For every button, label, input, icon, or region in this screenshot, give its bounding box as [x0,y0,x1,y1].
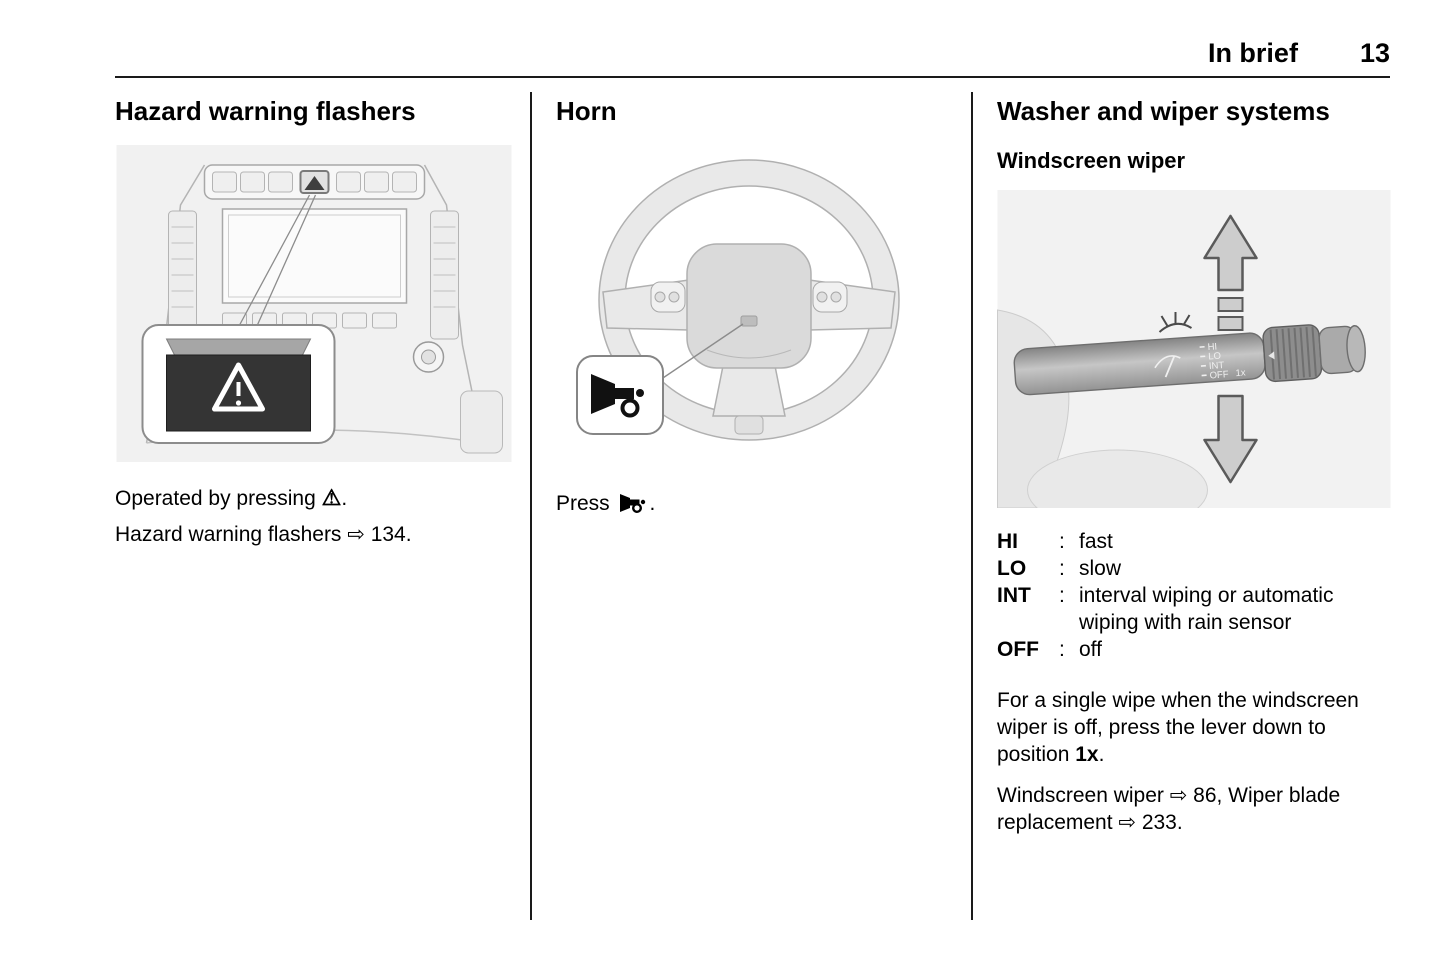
setting-term: INT [997,584,1031,607]
caption-text: . [341,487,348,510]
horn-icon [591,374,644,418]
setting-term: LO [997,557,1027,580]
wiper-references-paragraph: Windscreen wiper ⇨ 86, Wiper blade repla… [997,784,1341,834]
setting-term: OFF [997,638,1039,661]
setting-term: HI [997,530,1018,553]
paragraph-text: For a single wipe when the windscreen wi… [997,689,1359,766]
wiper-setting-row: INT : interval wiping or automatic wipin… [997,582,1391,636]
lever-up-arrow [1203,214,1258,331]
hazard-caption-press: Operated by pressing ⚠. [115,484,513,513]
caption-text: Press [556,492,616,515]
hazard-button-callout [141,324,336,444]
horn-callout [576,355,664,435]
setting-definition: off [1079,638,1102,661]
lever-down-arrow [1203,394,1258,484]
horn-section: Horn [556,96,942,518]
hazard-caption-reference: Hazard warning flashers ⇨ 134. [115,523,412,546]
single-wipe-paragraph: For a single wipe when the windscreen wi… [997,687,1359,768]
hazard-section-title: Hazard warning flashers [115,96,416,126]
washer-jet-icon [1158,312,1193,333]
caption-text: . [649,492,656,515]
wiper-stalk-illustration: HI LO INT OFF 1x [997,190,1391,508]
setting-colon: : [1059,557,1065,580]
wiper-setting-row: HI : fast [997,528,1391,555]
warning-triangle-icon: ⚠ [321,485,342,510]
setting-definition: fast [1079,530,1113,553]
wiper-setting-row: OFF : off [997,636,1391,663]
paragraph-text: . [1098,743,1105,766]
setting-colon: : [1059,584,1065,607]
infotainment-screen [221,208,408,304]
stalk-label-int: INT [1209,360,1225,372]
setting-colon: : [1059,638,1065,661]
header-rule [115,76,1390,78]
hazard-warning-flashers-section: Hazard warning flashers [115,96,513,549]
steering-wheel [598,159,900,441]
steering-wheel-illustration [557,150,941,462]
wiper-setting-row: LO : slow [997,555,1391,582]
setting-colon: : [1059,530,1065,553]
setting-definition: slow [1079,557,1122,580]
caption-text: Operated by pressing [115,487,322,510]
column-divider-2 [971,92,973,920]
horn-icon [619,494,645,513]
dashboard-illustration [116,145,512,462]
stalk-label-lo: LO [1208,351,1221,363]
position-1x-label: 1x [1075,743,1099,766]
stalk-label-off: OFF [1209,369,1229,381]
warning-triangle-icon [212,362,265,412]
section-title: In brief [1207,38,1298,68]
stalk-label-1x: 1x [1235,367,1246,379]
horn-caption: Press . [556,490,942,518]
windscreen-wiper-subtitle: Windscreen wiper [997,148,1186,173]
washer-wiper-section: Washer and wiper systems Windscreen wipe… [997,96,1391,836]
horn-press-area [740,315,758,327]
stalk-label-hi: HI [1207,341,1217,353]
horn-section-title: Horn [556,96,617,126]
page-number: 13 [1359,38,1390,68]
wiper-section-title: Washer and wiper systems [997,96,1330,126]
setting-definition: interval wiping or automatic wiping with… [1079,584,1334,634]
wiper-settings-list: HI : fast LO : slow INT : interval wipin… [997,528,1391,663]
page-header: In brief 13 [115,38,1390,69]
wiper-stalk: HI LO INT OFF 1x [1013,324,1366,396]
column-divider-1 [530,92,532,920]
wiper-adjuster-ring [1262,324,1323,383]
